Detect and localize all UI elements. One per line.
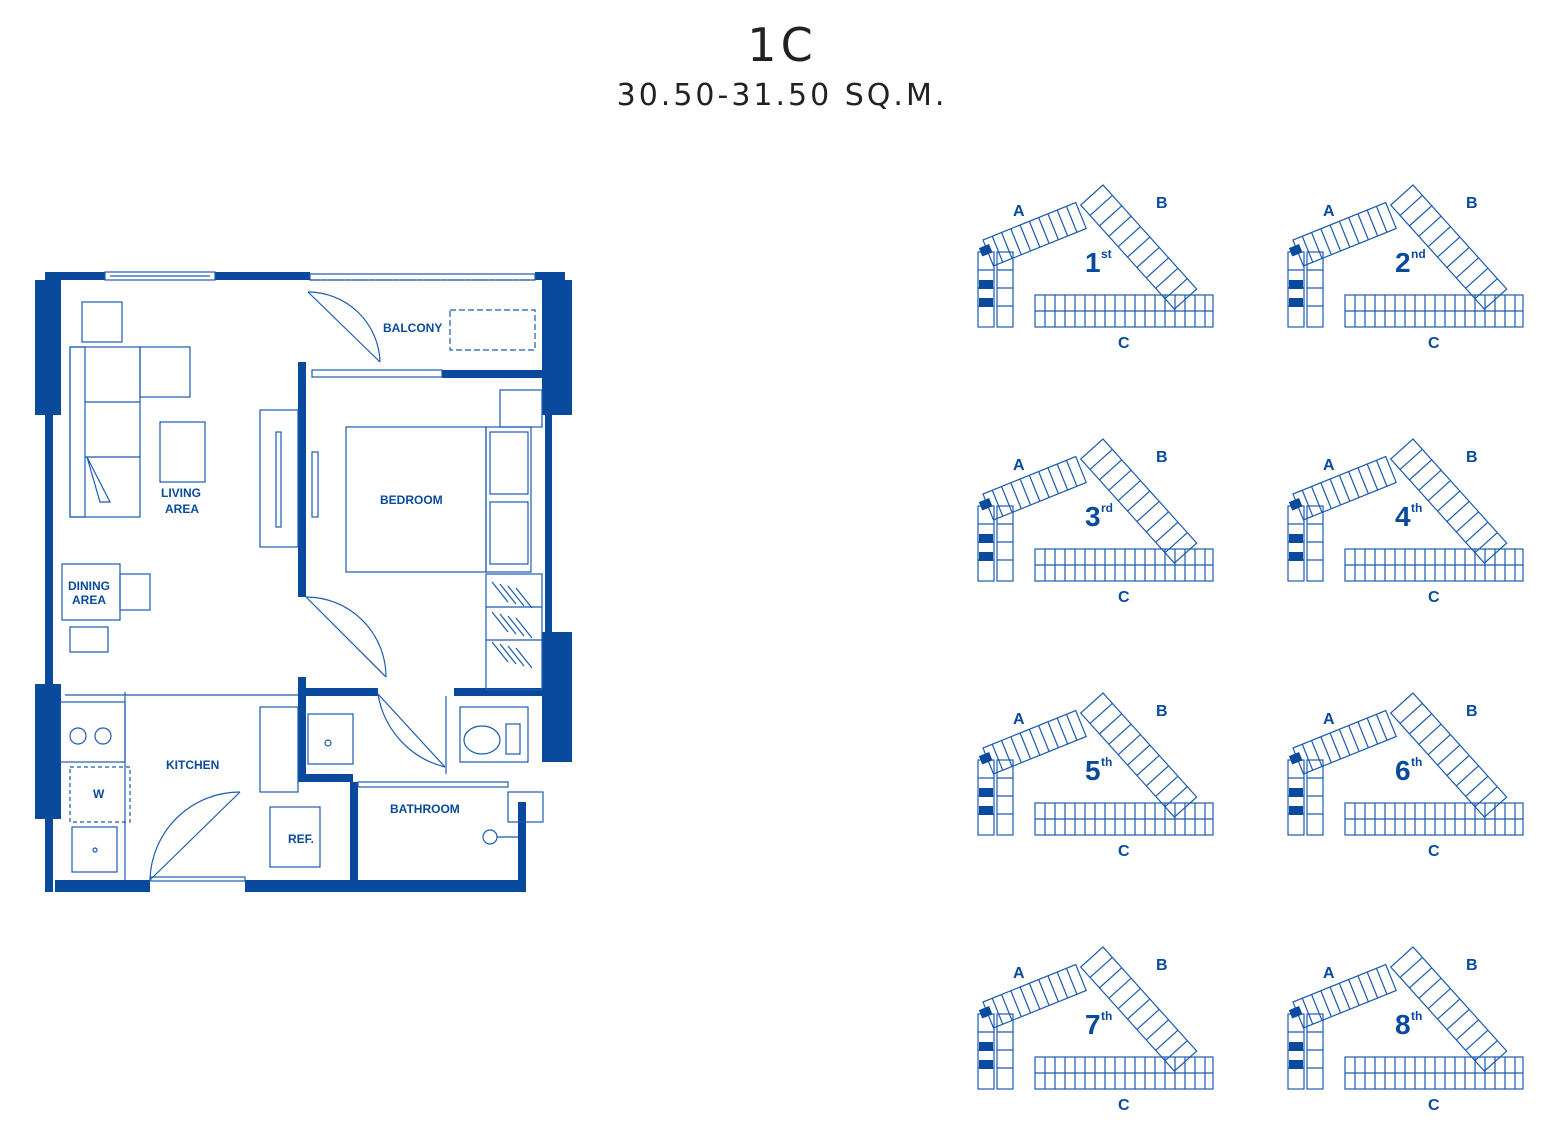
floor-number: 2	[1395, 247, 1411, 278]
dining-area-label-line2: AREA	[72, 593, 106, 607]
kitchen-label: KITCHEN	[166, 758, 219, 772]
floor-suffix: th	[1101, 1009, 1112, 1023]
building-c-label: C	[1118, 1097, 1130, 1114]
floor-suffix: th	[1101, 755, 1112, 769]
building-a-label: A	[1323, 711, 1335, 728]
floor-suffix: th	[1411, 755, 1422, 769]
building-b-label: B	[1156, 703, 1168, 720]
building-a-label: A	[1013, 711, 1025, 728]
building-c-label: C	[1428, 843, 1440, 860]
building-a-label: A	[1323, 457, 1335, 474]
building-c-label: C	[1428, 1097, 1440, 1114]
floor-number: 6	[1395, 755, 1411, 786]
building-c-label: C	[1118, 843, 1130, 860]
floor-number: 3	[1085, 501, 1101, 532]
bedroom-label: BEDROOM	[380, 493, 443, 507]
bathroom-label: BATHROOM	[390, 802, 460, 816]
building-c-label: C	[1428, 335, 1440, 352]
building-b-label: B	[1466, 957, 1478, 974]
floor-suffix: th	[1411, 1009, 1422, 1023]
building-b-label: B	[1466, 449, 1478, 466]
floor-suffix: nd	[1411, 247, 1426, 261]
building-a-label: A	[1323, 965, 1335, 982]
floor-number: 7	[1085, 1009, 1101, 1040]
building-b-label: B	[1156, 957, 1168, 974]
building-c-label: C	[1118, 335, 1130, 352]
washer-label: W	[93, 787, 105, 801]
floor-number: 8	[1395, 1009, 1411, 1040]
living-area-label-line2: AREA	[165, 502, 199, 516]
dining-area-label-line1: DINING	[68, 579, 110, 593]
building-a-label: A	[1323, 203, 1335, 220]
building-b-label: B	[1466, 195, 1478, 212]
floor-plan: BALCONY LIVING AREA BEDROOM DINING AREA …	[35, 271, 572, 892]
floor-suffix: st	[1101, 247, 1112, 261]
building-a-label: A	[1013, 203, 1025, 220]
floor-number: 5	[1085, 755, 1101, 786]
balcony-label: BALCONY	[383, 321, 442, 335]
unit-type-title: 1C	[747, 18, 817, 72]
floor-suffix: th	[1411, 501, 1422, 515]
floor-number: 1	[1085, 247, 1101, 278]
living-area-label-line1: LIVING	[161, 486, 201, 500]
building-a-label: A	[1013, 457, 1025, 474]
floor-number: 4	[1395, 501, 1411, 532]
building-b-label: B	[1466, 703, 1478, 720]
building-c-label: C	[1118, 589, 1130, 606]
floor-suffix: rd	[1101, 501, 1113, 515]
building-b-label: B	[1156, 449, 1168, 466]
unit-area-label: 30.50-31.50 SQ.M.	[616, 78, 948, 113]
building-c-label: C	[1428, 589, 1440, 606]
building-b-label: B	[1156, 195, 1168, 212]
building-a-label: A	[1013, 965, 1025, 982]
refrigerator-label: REF.	[288, 832, 314, 846]
